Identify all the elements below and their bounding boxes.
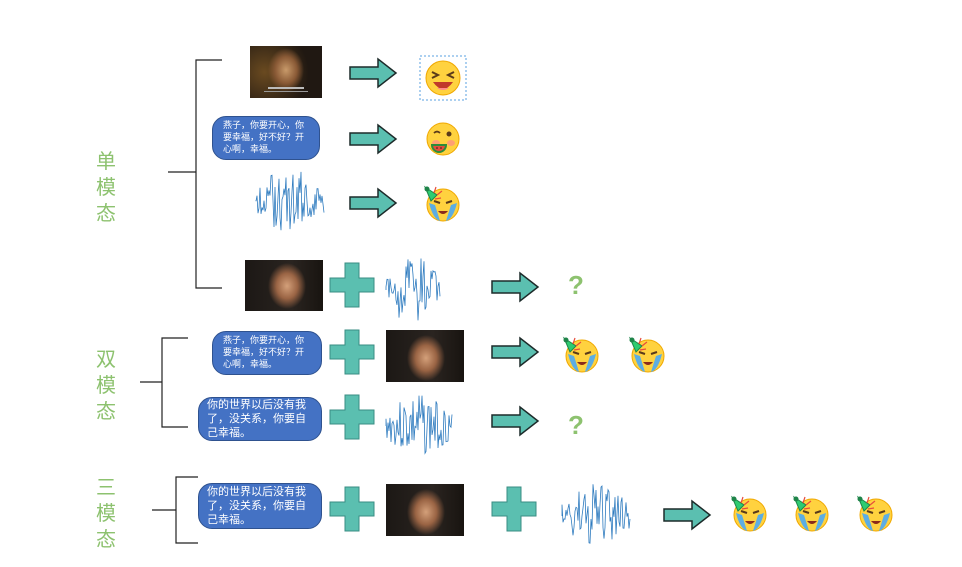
audio-waveform — [385, 395, 453, 455]
plus-1 — [329, 262, 375, 308]
arrow-4 — [491, 272, 539, 302]
face-image — [245, 260, 323, 311]
label-char: 双 — [96, 347, 116, 371]
label-char: 态 — [96, 201, 116, 225]
audio-waveform — [561, 484, 631, 544]
unknown-result-mark: ? — [568, 270, 584, 300]
video-frame-image — [250, 46, 322, 98]
bubble-text: 你的世界以后没有我了，没关系，你要自己幸福。 — [207, 485, 306, 526]
arrow-2 — [349, 124, 397, 154]
bracket-unimodal — [168, 59, 222, 289]
text-bubble: 燕子，你要开心，你要幸福，好不好？开心啊，幸福。 — [212, 116, 320, 160]
label-unimodal: 单 模 态 — [94, 148, 118, 226]
label-char: 模 — [96, 373, 116, 397]
label-char: 三 — [96, 475, 116, 499]
text-bubble: 你的世界以后没有我了，没关系，你要自己幸福。 — [198, 483, 322, 529]
plus-2 — [329, 329, 375, 375]
crying-party-emoji-icon — [856, 495, 893, 532]
label-char: 态 — [96, 527, 116, 551]
label-bimodal: 双 模 态 — [94, 346, 118, 424]
crying-party-emoji-icon — [562, 336, 599, 373]
crying-party-emoji-icon — [792, 495, 829, 532]
plus-5 — [491, 486, 537, 532]
audio-waveform — [255, 171, 325, 231]
label-char: 单 — [96, 149, 116, 173]
unknown-result-mark: ? — [568, 410, 584, 440]
subtitle-caption — [250, 87, 322, 92]
bracket-bimodal — [140, 337, 188, 428]
selection-box — [419, 55, 467, 101]
bubble-text: 燕子，你要开心，你要幸福，好不好？开心啊，幸福。 — [223, 336, 305, 370]
crying-party-emoji-icon — [730, 495, 767, 532]
plus-4 — [329, 486, 375, 532]
audio-waveform — [385, 258, 441, 321]
watermelon-emoji-icon — [426, 122, 460, 156]
label-trimodal: 三 模 态 — [94, 474, 118, 552]
label-char: 模 — [96, 501, 116, 525]
plus-3 — [329, 394, 375, 440]
arrow-5 — [491, 337, 539, 367]
face-image — [386, 484, 464, 536]
crying-party-emoji-icon — [628, 336, 665, 373]
bubble-text: 你的世界以后没有我了，没关系，你要自己幸福。 — [207, 398, 306, 439]
bracket-trimodal — [152, 476, 198, 544]
text-bubble: 燕子，你要开心，你要幸福，好不好？开心啊，幸福。 — [212, 331, 322, 375]
label-char: 模 — [96, 175, 116, 199]
label-char: 态 — [96, 399, 116, 423]
face-image — [386, 330, 464, 382]
text-bubble: 你的世界以后没有我了，没关系，你要自己幸福。 — [198, 397, 322, 441]
arrow-3 — [349, 188, 397, 218]
arrow-6 — [491, 406, 539, 436]
bubble-text: 燕子，你要开心，你要幸福，好不好？开心啊，幸福。 — [223, 121, 305, 155]
arrow-7 — [663, 500, 711, 530]
arrow-1 — [349, 58, 397, 88]
crying-party-emoji-icon — [423, 185, 460, 222]
laughing-emoji-icon — [425, 60, 461, 96]
